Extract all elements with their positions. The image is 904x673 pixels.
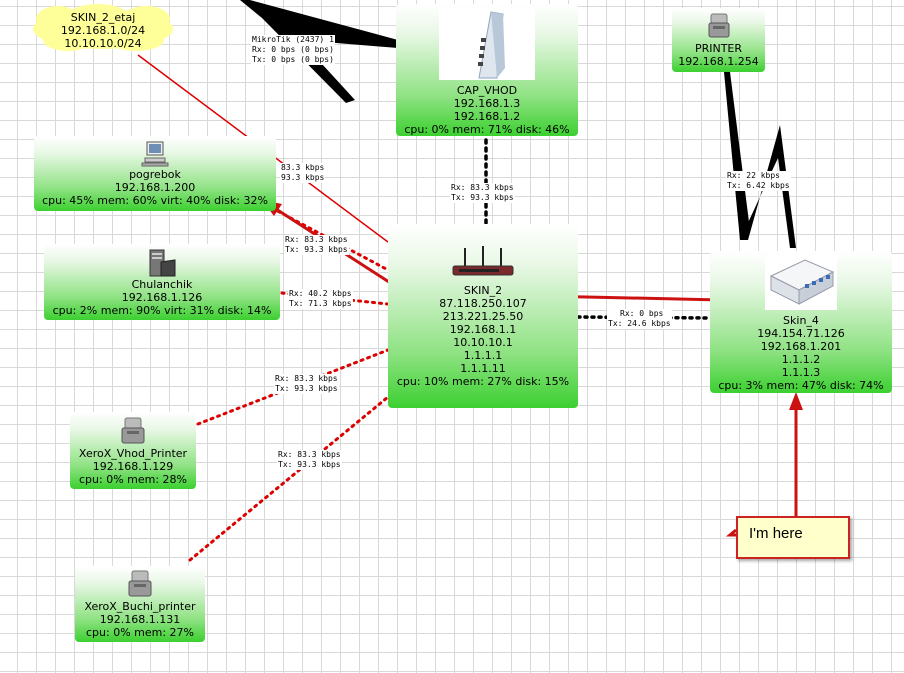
device-skin4[interactable]: Skin_4 194.154.71.126 192.168.1.201 1.1.…	[710, 251, 892, 393]
link-printer-skin4-b[interactable]	[740, 125, 796, 248]
device-stats: cpu: 10% mem: 27% disk: 15%	[396, 375, 570, 388]
device-ip: 192.168.1.200	[114, 181, 196, 194]
link-label-skin2-skin4: Rx: 0 bps Tx: 24.6 kbps	[607, 309, 672, 329]
device-ip: 192.168.1.1	[449, 323, 517, 336]
cloud-subnet-2: 10.10.10.0/24	[64, 37, 142, 50]
device-ip: 1.1.1.3	[781, 366, 821, 379]
link-label-rx: Rx: 83.3 kbps	[285, 235, 348, 244]
device-chulanchik[interactable]: Chulanchik 192.168.1.126 cpu: 2% mem: 90…	[44, 244, 280, 320]
link-label-tx: Tx: 93.3 kbps	[451, 193, 514, 202]
link-label-rx: 83.3 kbps	[281, 163, 325, 172]
link-label-tx: Tx: 0 bps (0 bps)	[252, 55, 334, 64]
device-xerox-vhod-printer[interactable]: XeroX_Vhod_Printer 192.168.1.129 cpu: 0%…	[70, 412, 196, 489]
link-label-rx: Rx: 83.3 kbps	[275, 374, 338, 383]
link-label-line: MikroTik (2437) 1	[252, 35, 334, 44]
device-name: XeroX_Buchi_printer	[84, 600, 196, 613]
link-label-rx: Rx: 40.2 kbps	[289, 289, 352, 298]
device-ip: 1.1.1.2	[781, 353, 821, 366]
link-label-rx: Rx: 0 bps	[620, 309, 664, 318]
device-name: SKIN_2	[463, 284, 503, 297]
device-stats: cpu: 0% mem: 28%	[78, 473, 187, 486]
device-name: PRINTER	[694, 42, 743, 55]
printer-icon	[119, 417, 147, 445]
device-name: pogrebok	[129, 168, 181, 181]
link-mikrotik-wireless[interactable]	[240, 0, 398, 103]
device-cap-vhod[interactable]: CAP_VHOD 192.168.1.3 192.168.1.2 cpu: 0%…	[396, 4, 578, 136]
link-printer-skin4-a[interactable]	[724, 72, 750, 240]
device-ip: 87.118.250.107	[439, 297, 527, 310]
router-icon	[451, 244, 515, 278]
cloud-name: SKIN_2_etaj	[70, 11, 136, 24]
device-ip: 213.221.25.50	[442, 310, 524, 323]
device-ip: 10.10.10.1	[453, 336, 513, 349]
link-xerox-buchi-skin2[interactable]	[188, 395, 390, 562]
computer-icon	[141, 140, 169, 168]
link-label-pogrebok-skin2: Rx: 83.3 kbps Tx: 93.3 kbps	[284, 235, 349, 255]
device-name: Chulanchik	[131, 278, 193, 291]
cloud-shape	[33, 4, 173, 51]
router-hex-icon	[765, 254, 837, 310]
device-name: CAP_VHOD	[456, 84, 518, 97]
link-label-cap-skin2: Rx: 83.3 kbps Tx: 93.3 kbps	[450, 183, 515, 203]
arrow-head-skin4	[789, 392, 803, 410]
link-label-tx: Tx: 6.42 kbps	[727, 181, 790, 190]
device-ip: 192.168.1.254	[678, 55, 759, 68]
device-ip: 1.1.1.1	[463, 349, 503, 362]
device-ip: 192.168.1.126	[121, 291, 203, 304]
device-ip: 192.168.1.129	[92, 460, 174, 473]
link-label-tx: Tx: 93.3 kbps	[275, 384, 338, 393]
link-label-xerox-buchi-skin2: Rx: 83.3 kbps Tx: 93.3 kbps	[277, 450, 342, 470]
device-ip: 194.154.71.126	[757, 327, 845, 340]
link-label-mikrotik-wireless: MikroTik (2437) 1 Rx: 0 bps (0 bps) Tx: …	[251, 35, 335, 65]
link-label-rx: Rx: 0 bps (0 bps)	[252, 45, 334, 54]
router-ap-icon	[439, 8, 535, 80]
link-label-pogrebok-top: 83.3 kbps 93.3 kbps	[280, 163, 326, 183]
link-label-xerox-vhod-skin2: Rx: 83.3 kbps Tx: 93.3 kbps	[274, 374, 339, 394]
cloud-network-skin2-etaj[interactable]: SKIN_2_etaj 192.168.1.0/24 10.10.10.0/24	[28, 4, 178, 52]
device-stats: cpu: 3% mem: 47% disk: 74%	[718, 379, 884, 392]
device-ip: 1.1.1.11	[460, 362, 506, 375]
device-ip: 192.168.1.3	[453, 97, 521, 110]
link-label-tx: Tx: 93.3 kbps	[278, 460, 341, 469]
link-label-tx: Tx: 71.3 kbps	[289, 299, 352, 308]
device-ip: 192.168.1.201	[760, 340, 842, 353]
device-stats: cpu: 0% mem: 27%	[85, 626, 194, 639]
link-label-printer-skin4: Rx: 22 kbps Tx: 6.42 kbps	[726, 171, 791, 191]
note-text: I'm here	[749, 525, 803, 542]
device-name: XeroX_Vhod_Printer	[78, 447, 188, 460]
device-printer[interactable]: PRINTER 192.168.1.254	[672, 8, 765, 72]
device-stats: cpu: 45% mem: 60% virt: 40% disk: 32%	[42, 194, 268, 207]
cloud-subnet-1: 192.168.1.0/24	[60, 24, 146, 37]
device-ip: 192.168.1.2	[453, 110, 521, 123]
link-label-rx: Rx: 22 kbps	[727, 171, 780, 180]
link-label-rx: Rx: 83.3 kbps	[451, 183, 514, 192]
server-icon	[147, 248, 177, 278]
device-name: Skin_4	[783, 314, 819, 327]
link-label-tx: Tx: 93.3 kbps	[285, 245, 348, 254]
note-im-here[interactable]: I'm here	[736, 516, 850, 559]
printer-icon	[706, 13, 732, 39]
link-xerox-vhod-skin2[interactable]	[196, 348, 390, 426]
device-skin2[interactable]: SKIN_2 87.118.250.107 213.221.25.50 192.…	[388, 224, 578, 408]
device-xerox-buchi-printer[interactable]: XeroX_Buchi_printer 192.168.1.131 cpu: 0…	[75, 566, 205, 642]
device-ip: 192.168.1.131	[99, 613, 181, 626]
link-label-chulanchik-skin2: Rx: 40.2 kbps Tx: 71.3 kbps	[288, 289, 353, 309]
device-pogrebok[interactable]: pogrebok 192.168.1.200 cpu: 45% mem: 60%…	[34, 136, 276, 211]
link-label-rx: Rx: 83.3 kbps	[278, 450, 341, 459]
device-stats: cpu: 0% mem: 71% disk: 46%	[404, 123, 570, 136]
link-label-tx: Tx: 24.6 kbps	[608, 319, 671, 328]
link-label-tx: 93.3 kbps	[281, 173, 325, 182]
device-stats: cpu: 2% mem: 90% virt: 31% disk: 14%	[52, 304, 272, 317]
printer-icon	[126, 570, 154, 598]
